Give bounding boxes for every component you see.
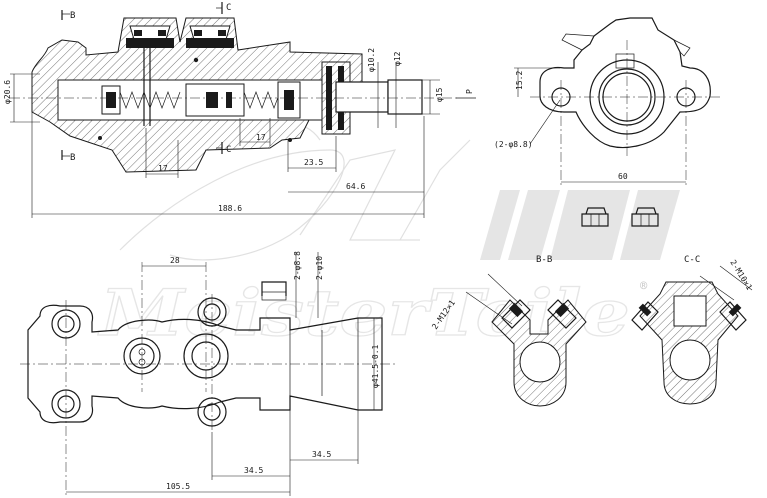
section-marker-c-top: C: [216, 2, 231, 14]
svg-text:B: B: [70, 153, 75, 163]
dim-28: 28: [142, 256, 206, 267]
dim-188-6: 188.6: [31, 112, 425, 218]
dim-2-d10: 2-φ10: [315, 252, 324, 318]
bleed-nut-right: [631, 207, 659, 227]
section-cc-view: C-C 2-M10×1: [631, 255, 754, 405]
secondary-piston: [101, 85, 181, 115]
section-marker-b-bottom: B: [61, 150, 75, 163]
svg-text:B: B: [70, 11, 75, 21]
plan-view: 28 2-φ8.8 2-φ10 φ41.5-0.1 34.5 34.5: [20, 251, 398, 498]
watermark-logo: [119, 121, 680, 261]
svg-text:2-φ8.8: 2-φ8.8: [293, 251, 302, 280]
dim-holes: (2-φ8.8): [494, 99, 561, 149]
svg-text:φ15: φ15: [435, 87, 444, 102]
dim-d10-2: φ10.2: [367, 48, 379, 128]
svg-text:28: 28: [170, 256, 180, 265]
svg-text:C: C: [226, 145, 231, 155]
svg-text:60: 60: [618, 172, 628, 181]
svg-text:φ20.6: φ20.6: [3, 80, 12, 104]
dim-r15-2: 15.2: [514, 67, 560, 97]
dim-34-5b: 34.5: [290, 410, 359, 464]
svg-text:φ41.5-0.1: φ41.5-0.1: [371, 344, 380, 388]
svg-text:105.5: 105.5: [166, 482, 190, 491]
reservoir-seal-left: [126, 30, 174, 48]
dim-105-5: 105.5: [66, 480, 291, 496]
section-cc-title: C-C: [684, 255, 700, 265]
svg-text:C: C: [226, 3, 231, 13]
dim-23-5: 23.5: [287, 136, 337, 172]
svg-text:34.5: 34.5: [312, 450, 331, 459]
section-marker-c-bottom: C: [216, 142, 231, 155]
arrow-p: P: [456, 89, 476, 99]
dim-17a: 17: [145, 128, 179, 178]
section-bb-title: B-B: [536, 255, 552, 265]
svg-text:34.5: 34.5: [244, 466, 263, 475]
reservoir-seal-right: [186, 30, 234, 48]
dim-d12: φ12: [393, 51, 402, 128]
svg-text:(2-φ8.8): (2-φ8.8): [494, 140, 533, 149]
watermark-stripes-logo: [480, 190, 680, 260]
dim-w60: 60: [561, 172, 686, 183]
flange-end-view: 15.2 (2-φ8.8) 60: [494, 17, 720, 188]
output-stub: [335, 81, 389, 113]
svg-text:15.2: 15.2: [515, 71, 524, 90]
svg-text:φ12: φ12: [393, 51, 402, 66]
dim-d15: φ15: [422, 79, 444, 115]
svg-text:64.6: 64.6: [346, 182, 365, 191]
dim-34-5a: 34.5: [211, 410, 291, 480]
longitudinal-section-view: B B C C φ20.6 φ10.2 φ1: [3, 2, 476, 218]
svg-text:φ10.2: φ10.2: [367, 48, 376, 72]
svg-text:188.6: 188.6: [218, 204, 242, 213]
section-marker-b-top: B: [61, 10, 75, 21]
dim-d41-5: φ41.5-0.1: [371, 318, 380, 410]
flange-outline: [539, 17, 711, 149]
dim-17b: 17: [239, 118, 271, 146]
dim-64-6: 64.6: [288, 116, 425, 196]
bleed-nut-left: [581, 207, 609, 227]
svg-text:2-φ10: 2-φ10: [315, 256, 324, 280]
svg-text:P: P: [465, 89, 474, 94]
dim-d20-6: φ20.6: [3, 73, 40, 123]
svg-text:23.5: 23.5: [304, 158, 323, 167]
svg-text:17: 17: [256, 133, 266, 142]
dim-2-d8-8: 2-φ8.8: [293, 251, 302, 318]
watermark-registered-mark: ®: [640, 279, 648, 293]
primary-piston: [185, 83, 281, 117]
svg-text:17: 17: [158, 164, 168, 173]
